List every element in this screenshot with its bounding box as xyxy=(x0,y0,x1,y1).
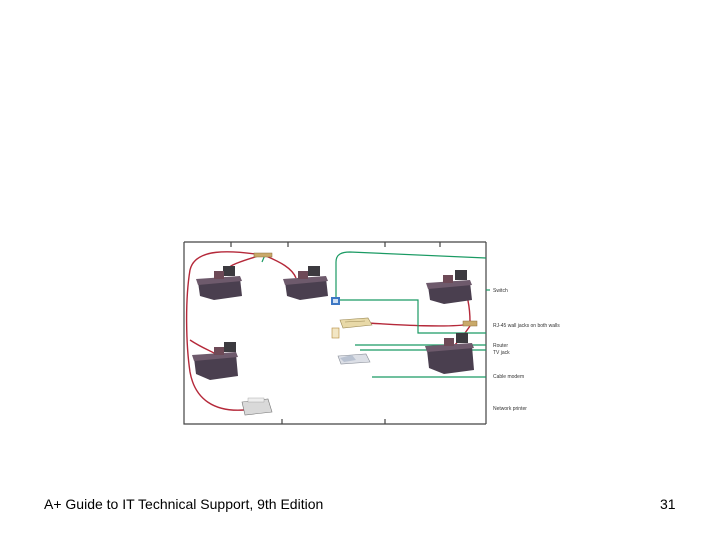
label-network-printer: Network printer xyxy=(493,406,527,412)
label-switch: Switch xyxy=(493,288,508,294)
label-tv-jack: TV jack xyxy=(493,350,510,356)
cable-modem-device xyxy=(337,353,371,365)
label-rj45-jacks: RJ-45 wall jacks on both walls xyxy=(493,323,560,329)
router-device xyxy=(339,317,373,329)
cable-rj45-to-router xyxy=(367,322,471,327)
page-number: 31 xyxy=(660,496,676,512)
green-run-to-rj45 xyxy=(336,299,486,334)
ethernet-cables xyxy=(185,251,471,411)
switch-device xyxy=(253,252,273,258)
green-run-top xyxy=(335,251,487,300)
cable-switch-to-printer xyxy=(185,251,263,411)
desk-workstation-3 xyxy=(426,270,472,304)
cable-switch-to-desk2 xyxy=(265,255,297,279)
network-printer-device xyxy=(241,397,273,416)
footer-book-title: A+ Guide to IT Technical Support, 9th Ed… xyxy=(44,496,324,512)
desk-workstation-1 xyxy=(196,266,242,300)
wall-jack-icon xyxy=(331,297,340,305)
label-cable-modem: Cable modem xyxy=(493,374,524,380)
desk-workstation-2 xyxy=(283,266,328,300)
desk-workstation-4 xyxy=(425,333,474,374)
rj45-wall-jack xyxy=(462,320,478,327)
label-router: Router xyxy=(493,343,508,349)
desk-workstation-5 xyxy=(192,342,238,380)
tv-jack-box xyxy=(331,327,340,339)
